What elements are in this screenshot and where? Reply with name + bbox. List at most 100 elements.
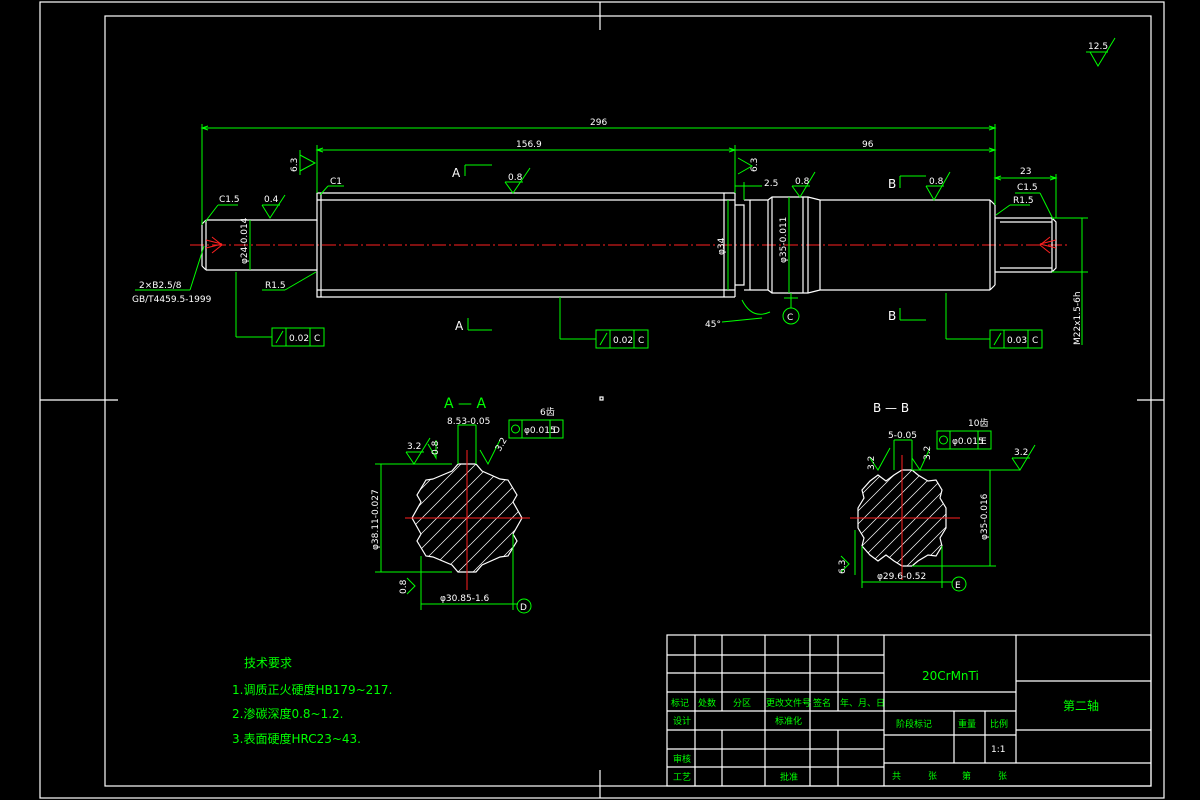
tech-item-3: 3.表面硬度HRC23~43. [232,731,361,746]
section-marker-a-bottom: A [455,318,492,333]
inner-border [104,15,1152,787]
dia-main-label: φ34 [717,237,727,255]
dia-bearing-label: φ35-0.011 [779,217,789,263]
runout-left-value: 0.02 [289,334,309,344]
chamfer-left-label: C1.5 [219,195,240,205]
center-hole-note: 2×B2.5/8 GB/T4459.5-1999 [132,245,212,305]
dimension-right-length: 96 [735,140,997,153]
datum-c: C [782,293,800,325]
section-a-a: A — A φ38.11-0.027 φ30.85-1.6 [371,396,564,614]
angle-label: 45° [705,320,721,330]
tb-sheets-unit: 张 [928,771,937,782]
chamfer-right-label: C1.5 [1017,183,1038,193]
b-width-label: 5-0.05 [888,431,917,441]
pos-b-value: φ0.015 [952,437,984,447]
tb-sheets-total: 共 [892,771,901,782]
tb-date: 年、月、日 [840,697,885,709]
dim-dia-bearing: φ35-0.011 [779,197,790,293]
b-rough-2: 3.2 [923,446,933,460]
a-rough-08: 0.8 [431,440,441,455]
tb-approve: 批准 [780,771,798,783]
dim-thread: M22x1.5-6h [1052,217,1088,345]
roughness-0-8-c: 0.8 [925,171,951,202]
b-outer-dia-label: φ35-0.016 [980,493,990,540]
radius-right: R1.5 [995,196,1034,216]
tb-zone: 分区 [733,698,751,709]
radius-right-label: R1.5 [1013,196,1034,206]
datum-e-label: E [955,581,961,591]
runout-right-value: 0.03 [1007,336,1027,346]
tb-mark: 标记 [671,697,689,709]
tb-count: 处数 [698,697,716,709]
tb-review: 审核 [673,753,691,765]
dimension-left-length: 156.9 [315,140,737,193]
thread-label: M22x1.5-6h [1073,291,1083,345]
runout-frame-mid: 0.02 C [559,297,649,349]
radius-left: R1.5 [262,271,317,291]
b-rough-63: 6.3 [838,560,848,574]
roughness-0-4: 0.4 [261,194,286,219]
section-marker-b-bottom: B [888,308,926,323]
runout-mid-datum: C [638,336,644,346]
center-dot [599,396,604,401]
roughness-main-left: 6.3 [290,150,317,175]
roughness-corner-label: 12.5 [1088,42,1108,52]
b-rough-3: 3.2 [1014,448,1028,458]
dia-left-end-label: φ24-0.014 [240,217,250,264]
section-a-top-label: A [452,166,461,180]
tech-item-1: 1.调质正火硬度HB179~217. [232,682,392,697]
title-block: 标记 处数 分区 更改文件号 签名 年、月、日 设计 标准化 审核 工艺 批准 … [666,634,1152,787]
pos-a-value: φ0.015 [524,426,556,436]
dimension-end-length: 23 [993,167,1058,218]
angle-45: 45° [705,299,771,330]
tb-ratio: 比例 [990,718,1008,730]
runout-mid-value: 0.02 [613,336,633,346]
datum-c-label: C [787,313,793,323]
tb-part-name: 第二轴 [1063,698,1099,713]
tech-item-2: 2.渗碳深度0.8~1.2. [232,706,344,721]
a-outer-dia-label: φ38.11-0.027 [371,489,381,550]
tb-stage: 阶段标记 [896,718,932,730]
tb-sheet-no: 第 [962,770,971,782]
tb-material: 20CrMnTi [922,669,979,683]
radius-left-label: R1.5 [265,281,286,291]
roughness-0-8-a: 0.8 [504,167,531,194]
a-rough-08b: 0.8 [399,579,409,594]
pos-b-datum: E [981,437,987,447]
roughness-0-8a-label: 0.8 [508,173,523,183]
chamfer-main-label: C1 [330,177,342,187]
roughness-main-right-label: 6.3 [750,158,760,172]
section-b-b: B — B φ35-0.016 φ29.6-0.52 E [838,401,1036,592]
dim-dia-left-end: φ24-0.014 [240,217,251,270]
section-a-title: A — A [444,396,486,412]
tb-sign: 签名 [813,697,831,709]
runout-frame-left: 0.02 C [235,272,325,347]
tb-process: 工艺 [673,772,691,783]
roughness-corner: 12.5 [1086,37,1116,67]
roughness-0-4-label: 0.4 [264,195,279,205]
tech-requirements: 技术要求 1.调质正火硬度HB179~217. 2.渗碳深度0.8~1.2. 3… [232,656,392,746]
section-marker-b-top: B [888,175,926,191]
runout-right-datum: C [1032,336,1038,346]
a-count-label: 6齿 [540,407,555,418]
b-rough-1: 3.2 [867,456,877,470]
roughness-0-8-b: 0.8 [791,171,816,198]
tb-sheet-unit: 张 [998,771,1007,782]
b-inner-dia-label: φ29.6-0.52 [877,572,926,582]
dimension-groove: 2.5 [735,179,778,200]
chamfer-left: C1.5 [204,195,240,223]
section-marker-a-top: A [452,164,492,180]
tb-weight: 重量 [958,718,976,730]
section-b-bottom-label: B [888,309,896,323]
tech-title: 技术要求 [244,656,292,670]
roughness-main-left-label: 6.3 [290,158,300,172]
roughness-main-right: 6.3 [737,157,760,175]
roughness-0-8b-label: 0.8 [795,177,810,187]
tb-change-doc: 更改文件号 [766,697,811,709]
runout-left-datum: C [314,334,320,344]
section-b-top-label: B [888,177,896,191]
dim-total-label: 296 [590,118,607,128]
pos-a-datum: D [553,426,560,436]
roughness-0-8c-label: 0.8 [929,177,944,187]
